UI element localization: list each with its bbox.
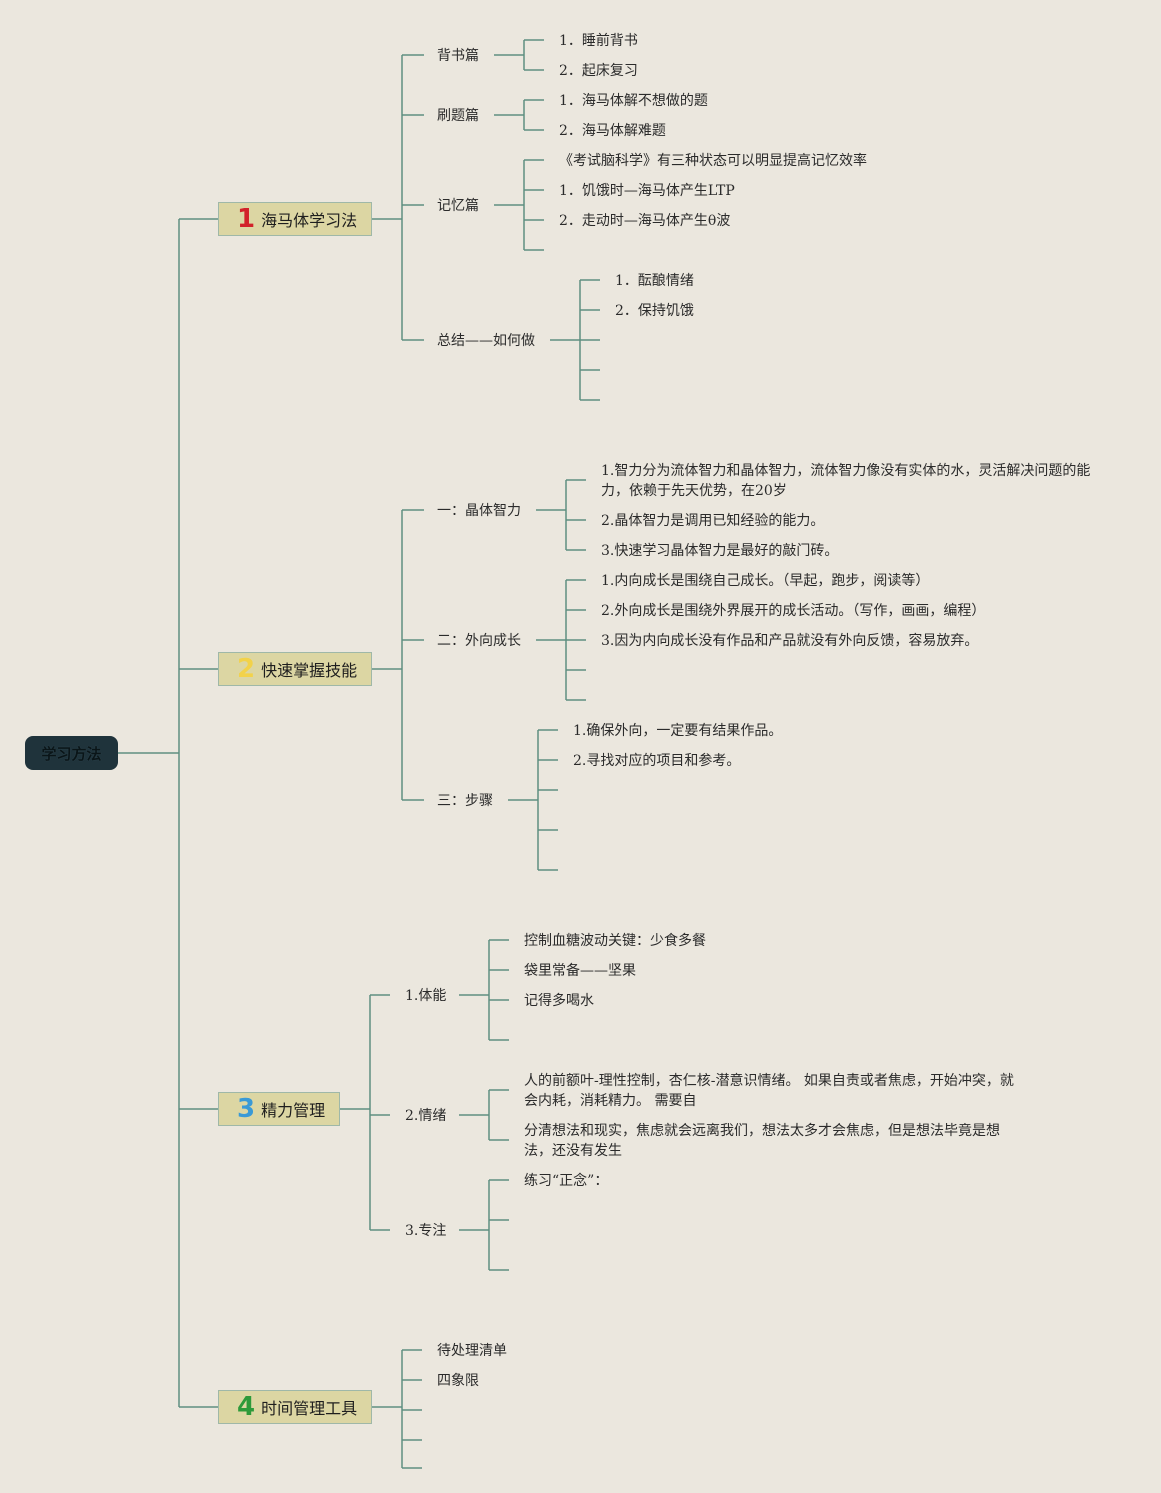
- section-1-label: 海马体学习法: [261, 211, 358, 230]
- list-item[interactable]: 《考试脑科学》有三种状态可以明显提高记忆效率: [559, 153, 867, 169]
- section-4-label: 时间管理工具: [261, 1399, 358, 1418]
- section-1-node[interactable]: 1 海马体学习法: [218, 202, 372, 236]
- list-item[interactable]: 3.快速学习晶体智力是最好的敲门砖。: [601, 543, 839, 559]
- list-item[interactable]: 2.晶体智力是调用已知经验的能力。: [601, 513, 825, 529]
- list-item[interactable]: 1．海马体解不想做的题: [559, 93, 708, 109]
- list-item[interactable]: 1.内向成长是围绕自己成长。（早起，跑步，阅读等）: [601, 573, 930, 589]
- branch-label[interactable]: 总结——如何做: [437, 333, 535, 349]
- list-item[interactable]: 1．饥饿时—海马体产生LTP: [559, 183, 735, 199]
- list-item[interactable]: 2.外向成长是围绕外界展开的成长活动。（写作，画画，编程）: [601, 603, 986, 619]
- section-2-node[interactable]: 2 快速掌握技能: [218, 652, 372, 686]
- list-item[interactable]: 待处理清单: [437, 1343, 507, 1359]
- branch-label[interactable]: 记忆篇: [437, 198, 479, 214]
- list-item[interactable]: 2.寻找对应的项目和参考。: [573, 753, 741, 769]
- list-item[interactable]: 袋里常备——坚果: [524, 963, 636, 979]
- list-item[interactable]: 练习“正念”：: [524, 1173, 609, 1189]
- list-item[interactable]: 3.因为内向成长没有作品和产品就没有外向反馈，容易放弃。: [601, 633, 979, 649]
- list-item[interactable]: 人的前额叶-理性控制，杏仁核-潜意识情绪。 如果自责或者焦虑，开始冲突，就会内耗…: [524, 1073, 1014, 1109]
- list-item[interactable]: 2．海马体解难题: [559, 123, 666, 139]
- list-item[interactable]: 1．酝酿情绪: [615, 273, 694, 289]
- branch-label[interactable]: 刷题篇: [437, 108, 479, 124]
- branch-label[interactable]: 3.专注: [405, 1223, 447, 1239]
- number-1-icon: 1: [237, 204, 256, 234]
- list-item[interactable]: 2．保持饥饿: [615, 303, 694, 319]
- list-item[interactable]: 控制血糖波动关键：少食多餐: [524, 933, 706, 949]
- number-4-icon: 4: [237, 1392, 256, 1422]
- list-item[interactable]: 1.确保外向，一定要有结果作品。: [573, 723, 783, 739]
- number-3-icon: 3: [237, 1094, 256, 1124]
- root-node[interactable]: 学习方法: [25, 736, 118, 770]
- number-2-icon: 2: [237, 654, 256, 684]
- list-item[interactable]: 分清想法和现实，焦虑就会远离我们，想法太多才会焦虑，但是想法毕竟是想法，还没有发…: [524, 1123, 1000, 1159]
- list-item[interactable]: 1.智力分为流体智力和晶体智力，流体智力像没有实体的水，灵活解决问题的能力，依赖…: [601, 463, 1091, 499]
- branch-label[interactable]: 1.体能: [405, 988, 447, 1004]
- list-item[interactable]: 1．睡前背书: [559, 33, 638, 49]
- section-4-node[interactable]: 4 时间管理工具: [218, 1390, 372, 1424]
- branch-label[interactable]: 二：外向成长: [437, 633, 521, 649]
- list-item[interactable]: 2．走动时—海马体产生θ波: [559, 213, 731, 229]
- section-3-node[interactable]: 3 精力管理: [218, 1092, 340, 1126]
- section-2-label: 快速掌握技能: [261, 661, 358, 680]
- list-item[interactable]: 四象限: [437, 1373, 479, 1389]
- branch-label[interactable]: 2.情绪: [405, 1108, 447, 1124]
- branch-label[interactable]: 一：晶体智力: [437, 503, 521, 519]
- section-3-label: 精力管理: [261, 1101, 326, 1120]
- branch-label[interactable]: 背书篇: [437, 48, 479, 64]
- list-item[interactable]: 2．起床复习: [559, 63, 638, 79]
- branch-label[interactable]: 三：步骤: [437, 793, 493, 809]
- list-item[interactable]: 记得多喝水: [524, 993, 594, 1009]
